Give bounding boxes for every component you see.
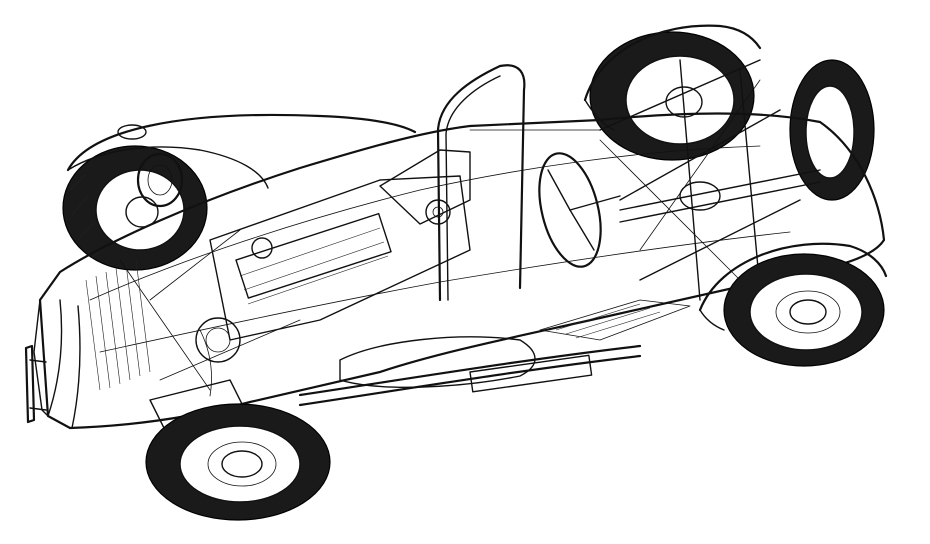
- front-right-fender: [698, 242, 888, 331]
- nose-grille: [33, 259, 151, 417]
- rear-axle: [619, 169, 821, 223]
- roll-hoop: [436, 64, 526, 302]
- front-bumper: [24, 344, 47, 424]
- space-frame: [119, 59, 801, 391]
- floor-pan: [539, 299, 691, 341]
- side-panel: [339, 336, 536, 388]
- exhaust-pipe: [298, 344, 642, 407]
- rear-left-fender: [66, 113, 417, 189]
- right-side-wheel: [789, 59, 875, 201]
- headlamp: [136, 152, 184, 208]
- rear-left-wheel: [62, 145, 208, 271]
- steering-wheel: [538, 152, 621, 268]
- rear-right-wheel: [589, 31, 755, 161]
- engine-block: [209, 149, 471, 341]
- front-right-wheel: [723, 253, 885, 367]
- front-left-wheel: [145, 403, 331, 521]
